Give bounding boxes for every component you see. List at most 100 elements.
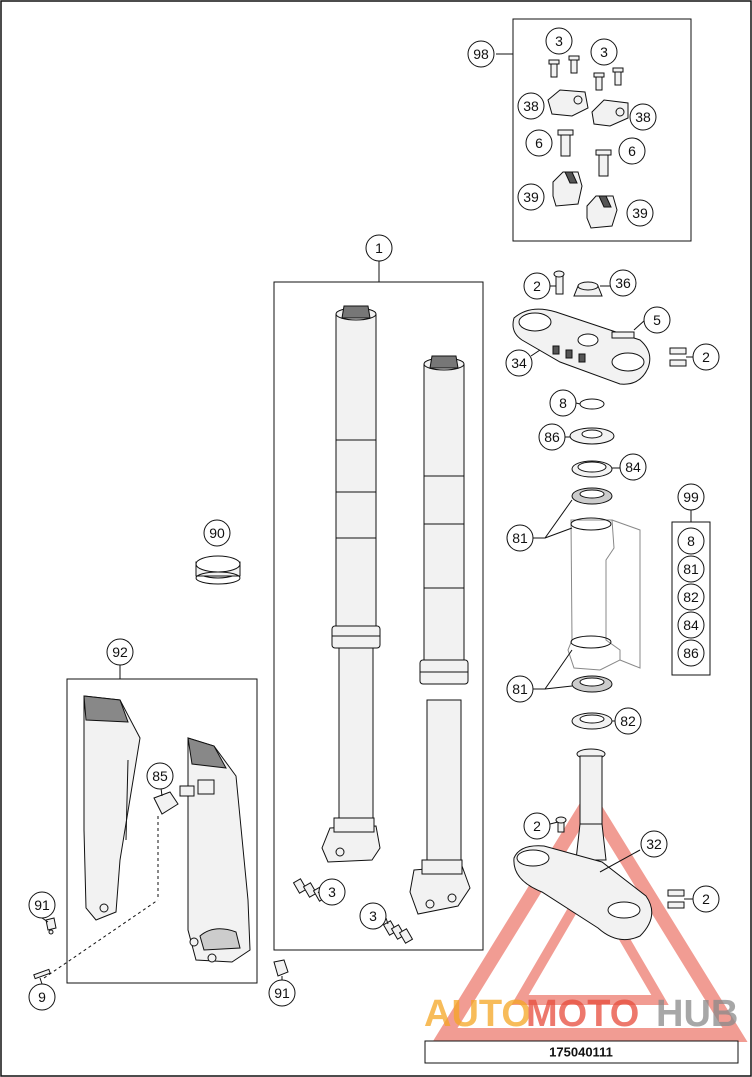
svg-text:98: 98 xyxy=(473,46,489,62)
callout-82: 82 xyxy=(677,583,705,611)
svg-text:38: 38 xyxy=(635,109,651,125)
svg-text:9: 9 xyxy=(38,989,46,1005)
callout-81: 81 xyxy=(506,675,534,703)
callout-85: 85 xyxy=(146,762,174,790)
fork-guard-right xyxy=(187,737,251,963)
svg-text:81: 81 xyxy=(512,681,528,697)
svg-text:86: 86 xyxy=(683,645,699,661)
callout-82: 82 xyxy=(614,707,642,735)
svg-text:81: 81 xyxy=(512,530,528,546)
svg-text:2: 2 xyxy=(533,278,541,294)
callout-81: 81 xyxy=(677,555,705,583)
document-number: 175040111 xyxy=(549,1045,613,1060)
svg-text:99: 99 xyxy=(683,489,699,505)
guard-screws xyxy=(33,917,289,980)
svg-text:HUB: HUB xyxy=(656,993,738,1035)
screw-kit-parts xyxy=(547,55,629,229)
svg-text:39: 39 xyxy=(632,205,648,221)
svg-text:32: 32 xyxy=(646,836,662,852)
callout-34: 34 xyxy=(505,349,533,377)
callout-3: 3 xyxy=(318,878,346,906)
callout-86: 86 xyxy=(677,639,705,667)
callout-84: 84 xyxy=(619,453,647,481)
fork-leg-left xyxy=(321,305,381,863)
svg-text:6: 6 xyxy=(628,143,636,159)
svg-text:82: 82 xyxy=(683,589,699,605)
callout-6: 6 xyxy=(525,129,553,157)
svg-text:82: 82 xyxy=(620,713,636,729)
svg-text:3: 3 xyxy=(555,33,563,49)
svg-text:34: 34 xyxy=(511,355,527,371)
callout-2: 2 xyxy=(523,272,551,300)
callout-8: 8 xyxy=(549,389,577,417)
svg-text:1: 1 xyxy=(375,240,383,256)
svg-text:86: 86 xyxy=(544,429,560,445)
callout-2: 2 xyxy=(523,812,551,840)
fork-leg-right xyxy=(409,355,471,915)
svg-text:84: 84 xyxy=(625,459,641,475)
callout-2: 2 xyxy=(692,343,720,371)
lower-triple-clamp xyxy=(513,748,685,941)
svg-text:90: 90 xyxy=(209,525,225,541)
document-number-box xyxy=(424,1040,739,1064)
svg-text:8: 8 xyxy=(687,533,695,549)
svg-text:6: 6 xyxy=(535,135,543,151)
callout-98: 98 xyxy=(467,40,495,68)
callout-39: 39 xyxy=(517,183,545,211)
svg-text:MOTO: MOTO xyxy=(526,993,639,1035)
svg-text:2: 2 xyxy=(533,818,541,834)
upper-triple-clamp xyxy=(512,270,687,385)
svg-text:AUTO: AUTO xyxy=(424,993,531,1035)
bolts-set xyxy=(292,878,414,944)
fork-guard-left xyxy=(83,695,141,921)
svg-text:3: 3 xyxy=(328,884,336,900)
callout-81: 81 xyxy=(506,524,534,552)
svg-text:39: 39 xyxy=(523,189,539,205)
svg-text:3: 3 xyxy=(600,44,608,60)
svg-text:8: 8 xyxy=(559,395,567,411)
callout-91: 91 xyxy=(28,891,56,919)
svg-text:5: 5 xyxy=(653,312,661,328)
svg-text:38: 38 xyxy=(523,98,539,114)
callout-6: 6 xyxy=(618,137,646,165)
svg-text:36: 36 xyxy=(615,275,631,291)
kit-98-box xyxy=(512,18,692,242)
callout-5: 5 xyxy=(643,306,671,334)
callout-38: 38 xyxy=(629,103,657,131)
callout-99: 99 xyxy=(677,483,705,511)
callout-36: 36 xyxy=(609,269,637,297)
svg-text:91: 91 xyxy=(274,985,290,1001)
steering-bearing-stack xyxy=(567,398,641,730)
callout-3: 3 xyxy=(545,27,573,55)
guard-clip-85 xyxy=(153,785,195,815)
callout-3: 3 xyxy=(590,38,618,66)
svg-text:2: 2 xyxy=(702,891,710,907)
svg-text:92: 92 xyxy=(112,644,128,660)
svg-text:3: 3 xyxy=(369,908,377,924)
callout-91: 91 xyxy=(268,979,296,1007)
ring-90-part xyxy=(195,555,241,585)
callout-2: 2 xyxy=(692,885,720,913)
callout-32: 32 xyxy=(640,830,668,858)
leader-lines xyxy=(39,53,693,985)
svg-text:91: 91 xyxy=(34,897,50,913)
callout-9: 9 xyxy=(28,983,56,1011)
callout-90: 90 xyxy=(203,519,231,547)
callout-8: 8 xyxy=(677,527,705,555)
callout-38: 38 xyxy=(517,92,545,120)
fork-guard-box xyxy=(66,678,258,984)
svg-text:81: 81 xyxy=(683,561,699,577)
svg-text:85: 85 xyxy=(152,768,168,784)
callout-3: 3 xyxy=(359,902,387,930)
callout-1: 1 xyxy=(365,234,393,262)
callout-39: 39 xyxy=(626,199,654,227)
watermark-text: AUTO MOTO HUB xyxy=(424,993,738,1035)
callout-92: 92 xyxy=(106,638,134,666)
callout-84: 84 xyxy=(677,611,705,639)
callout-86: 86 xyxy=(538,423,566,451)
svg-text:2: 2 xyxy=(702,349,710,365)
svg-text:84: 84 xyxy=(683,617,699,633)
